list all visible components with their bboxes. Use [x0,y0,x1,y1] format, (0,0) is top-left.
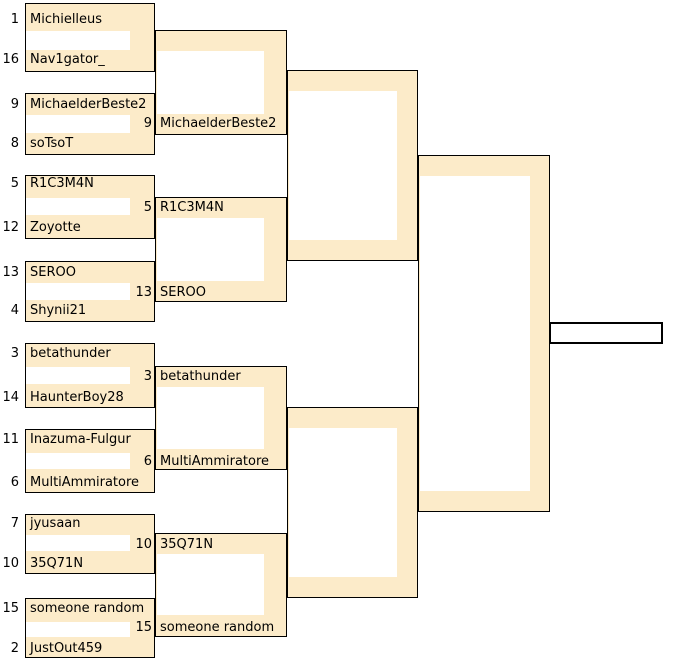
winner-name: someone random [160,620,275,635]
score-cell[interactable] [26,367,130,384]
connector-hollow [157,51,264,114]
player-name: Nav1gator_ [30,52,105,67]
winner-name: 35Q71N [160,537,214,552]
winner-name: SEROO [160,285,206,300]
player-name: 35Q71N [30,556,84,571]
score-cell[interactable] [26,622,130,637]
player-name: Michielleus [30,12,103,27]
player-seed: 9 [10,97,19,112]
winner-seed [250,410,284,425]
player-name: MultiAmmiratore [30,475,140,490]
winner-seed: 3 [143,369,152,384]
player-name: betathunder [30,346,111,361]
player-seed: 7 [10,516,19,531]
player-name: JustOut459 [30,641,103,656]
player-seed: 3 [10,346,19,361]
player-seed: 12 [2,220,19,235]
player-name: Inazuma-Fulgur [30,432,131,447]
score-cell[interactable] [26,115,130,133]
player-seed: 14 [2,390,19,405]
winner-seed: 5 [143,200,152,215]
winner-seed [118,33,152,48]
winner-seed: 10 [135,537,152,552]
winner-name: MichaelderBeste2 [160,116,277,131]
connector-hollow [289,91,397,240]
connector-hollow [420,176,530,491]
player-name: Shynii21 [30,303,87,318]
player-name: someone random [30,601,145,616]
player-seed: 4 [10,303,19,318]
player-seed: 16 [2,52,19,67]
winner-name [292,580,414,595]
winner-seed: 9 [143,116,152,131]
winner-seed: 6 [143,454,152,469]
player-seed: 13 [2,265,19,280]
connector-hollow [157,554,264,615]
champion-name [556,326,660,341]
connector-hollow [289,428,397,577]
score-cell[interactable] [26,283,130,300]
player-seed: 1 [10,12,19,27]
winner-name: R1C3M4N [160,200,224,215]
winner-name [292,410,414,425]
finalist-name [423,158,545,173]
player-name: Zoyotte [30,220,81,235]
connector-hollow [157,387,264,449]
player-name: soTsoT [30,136,74,151]
player-name: HaunterBoy28 [30,390,124,405]
score-cell[interactable] [26,31,130,50]
score-cell[interactable] [26,198,130,215]
winner-name [292,73,414,88]
winner-seed: 15 [135,620,152,635]
player-name: jyusaan [30,516,81,531]
score-cell[interactable] [26,535,130,551]
finalist-name [423,494,545,509]
player-seed: 2 [10,641,19,656]
winner-seed [250,73,284,88]
player-seed: 8 [10,136,19,151]
winner-name: MultiAmmiratore [160,454,270,469]
player-name: MichaelderBeste2 [30,97,147,112]
player-seed: 15 [2,601,19,616]
player-seed: 11 [2,432,19,447]
score-cell[interactable] [26,453,130,469]
winner-name [160,33,285,48]
winner-seed: 13 [135,285,152,300]
player-seed: 6 [10,475,19,490]
player-seed: 5 [10,176,19,191]
winner-name [292,243,414,258]
player-name: SEROO [30,265,76,280]
winner-name: betathunder [160,369,241,384]
player-name: R1C3M4N [30,176,94,191]
connector-hollow [157,218,264,281]
winner-seed [250,243,284,258]
winner-seed [250,580,284,595]
champion-box [549,322,663,344]
player-seed: 10 [2,556,19,571]
